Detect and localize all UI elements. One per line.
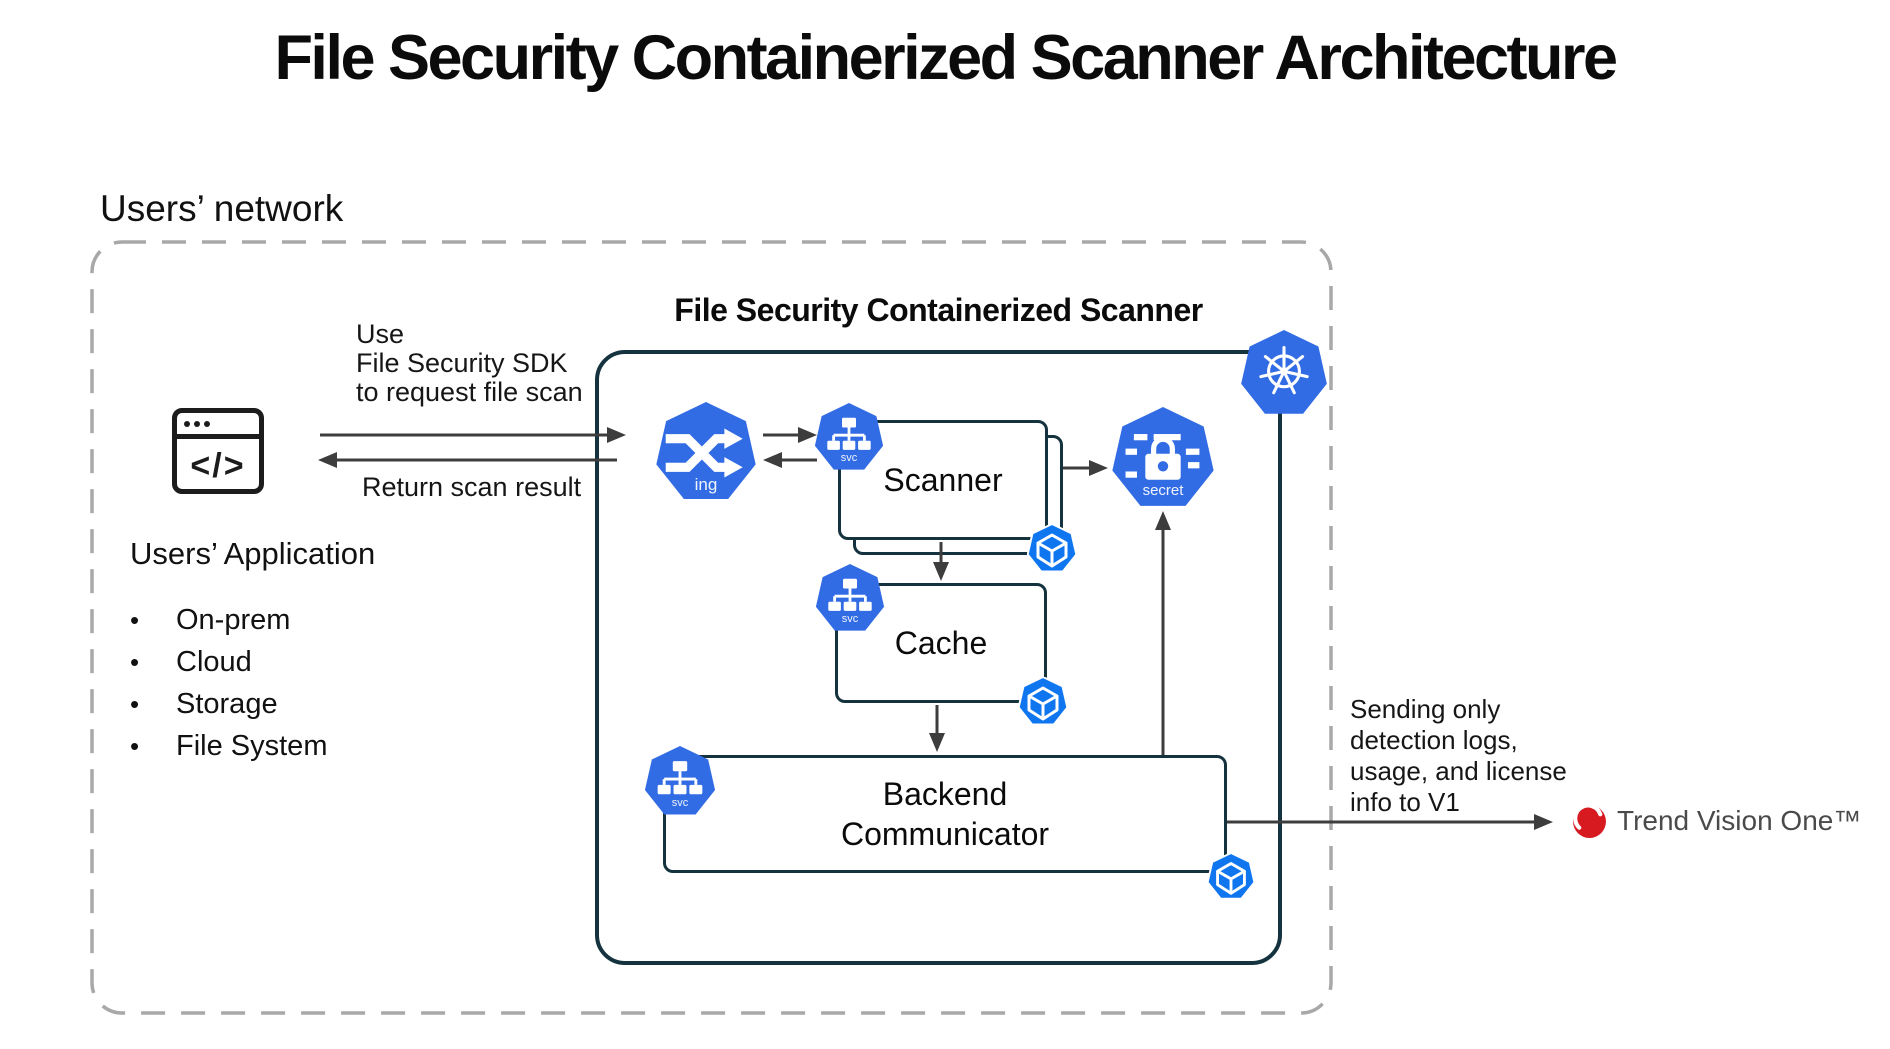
backend-communicator-label: Backend Communicator <box>840 776 1050 852</box>
secret-icon: secret <box>1111 407 1215 511</box>
browser-dot <box>184 420 190 427</box>
list-item: • Storage <box>130 687 278 720</box>
pod-cube-icon <box>1018 677 1068 727</box>
service-label: svc <box>841 612 859 625</box>
trend-micro-logo-icon <box>1572 804 1607 839</box>
return-arrowhead <box>318 452 337 468</box>
service-icon: svc <box>814 403 884 473</box>
users-application-label: Users’ Application <box>130 536 376 571</box>
secret-label: secret <box>1142 481 1184 499</box>
list-item: • On-prem <box>130 603 291 636</box>
browser-dot <box>204 420 210 427</box>
pod-cube-icon <box>1027 524 1077 574</box>
browser-titlebar <box>177 413 259 439</box>
trend-vision-one-label: Trend Vision One™ <box>1617 805 1862 836</box>
ingress-icon: ing <box>655 402 757 504</box>
backend-communicator-box: Backend Communicator <box>663 755 1227 873</box>
service-label: svc <box>840 451 858 464</box>
pod-cube-icon <box>1207 853 1255 901</box>
code-glyph: </> <box>190 447 246 485</box>
browser-dot <box>194 420 200 427</box>
users-network-label: Users’ network <box>100 188 344 229</box>
service-icon: svc <box>644 746 716 818</box>
service-icon: svc <box>815 564 885 634</box>
return-note: Return scan result <box>362 472 582 502</box>
service-label: svc <box>671 796 689 809</box>
request-note: Use File Security SDK to request file sc… <box>356 319 583 407</box>
cache-box: Cache <box>835 583 1047 703</box>
sending-note: Sending only detection logs, usage, and … <box>1350 694 1567 817</box>
scanner-container-title: File Security Containerized Scanner <box>674 292 1203 328</box>
list-item: • File System <box>130 729 328 762</box>
list-item: • Cloud <box>130 645 252 678</box>
kubernetes-wheel-icon <box>1240 330 1328 418</box>
users-application-icon: </> <box>172 408 264 494</box>
page-title: File Security Containerized Scanner Arch… <box>274 23 1618 93</box>
scanner-label: Scanner <box>883 462 1003 498</box>
application-sources-list: • On-prem • Cloud • Storage • File Syste… <box>130 599 327 767</box>
cache-label: Cache <box>894 625 988 661</box>
ingress-label: ing <box>694 474 718 494</box>
